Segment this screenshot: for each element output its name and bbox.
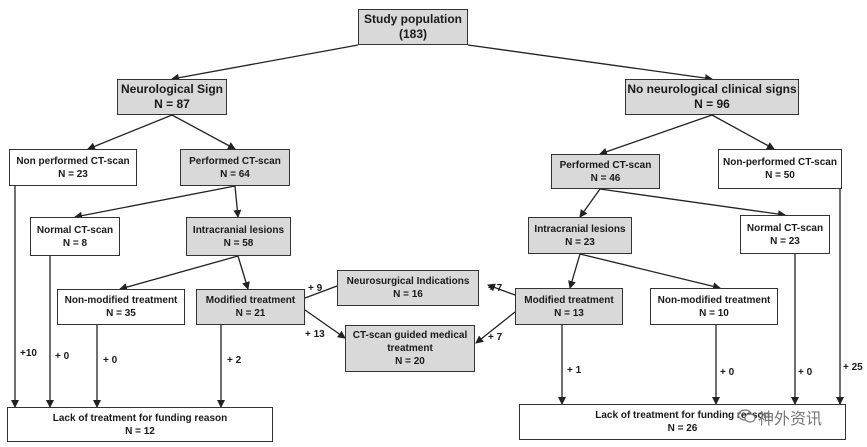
right-intracranial-lesions-title: Intracranial lesions <box>534 223 626 235</box>
left-non-modified-treatment-count: N = 35 <box>106 308 136 319</box>
arrow-noneuro-to-perf <box>599 114 713 156</box>
right-non-modified-treatment-box: Non-modified treatment N = 10 <box>650 288 778 325</box>
label-plus9: + 9 <box>308 283 323 294</box>
label-plus10: +10 <box>20 348 37 359</box>
arrow-intra-to-nonmod <box>119 255 239 291</box>
wechat-icon <box>738 409 756 423</box>
left-lack-of-treatment-title: Lack of treatment for funding reason <box>52 412 228 424</box>
no-neurological-signs-title: No neurological clinical signs <box>627 82 797 96</box>
left-modified-treatment-count: N = 21 <box>235 308 266 319</box>
arrow-study-to-noneuro <box>467 44 713 82</box>
label-plus13: + 13 <box>305 329 325 340</box>
left-lack-of-treatment-count: N = 12 <box>125 425 155 437</box>
right-intracranial-lesions-box: Intracranial lesions N = 23 <box>528 217 632 254</box>
right-performed-ct-title: Performed CT-scan <box>559 159 652 171</box>
no-neurological-signs-count: N = 96 <box>694 97 730 111</box>
arrow-intra-to-mod <box>237 255 250 290</box>
study-population-box: Study population (183) <box>358 9 468 45</box>
arrow-rperf-to-intra <box>579 188 601 218</box>
label-left-normal-plus0: + 0 <box>55 351 70 362</box>
right-lack-of-treatment-title: Lack of treatment for funding reason <box>595 410 770 421</box>
neurological-sign-title: Neurological Sign <box>120 82 223 96</box>
left-normal-ct-count: N = 8 <box>62 237 88 249</box>
study-population-count: (183) <box>398 27 427 41</box>
right-non-performed-ct-title: Non-performed CT-scan <box>723 157 837 168</box>
right-performed-ct-count: N = 46 <box>590 172 621 184</box>
left-intracranial-lesions-box: Intracranial lesions N = 58 <box>186 217 291 256</box>
right-lack-of-treatment-count: N = 26 <box>667 423 698 434</box>
left-normal-ct-title: Normal CT-scan <box>36 224 114 236</box>
label-right-ctguided-plus7: + 7 <box>488 332 503 343</box>
neurosurgical-indications-title: Neurosurgical Indications <box>346 276 470 287</box>
left-normal-ct-box: Normal CT-scan N = 8 <box>30 217 120 256</box>
arrow-rperf-to-normal <box>599 188 786 218</box>
left-performed-ct-title: Performed CT-scan <box>189 155 281 167</box>
arrow-perf-to-normal <box>74 185 236 220</box>
right-non-performed-ct-count: N = 50 <box>765 170 795 181</box>
right-non-modified-treatment-count: N = 10 <box>699 307 729 319</box>
left-modified-treatment-box: Modified treatment N = 21 <box>196 289 305 325</box>
arrow-noneuro-to-nonperf <box>711 114 775 150</box>
right-normal-ct-box: Normal CT-scan N = 23 <box>740 215 830 254</box>
neurological-sign-count: N = 87 <box>154 97 190 111</box>
arrow-rintra-to-mod <box>568 253 581 289</box>
arrow-rintra-to-nonmod <box>579 253 721 291</box>
label-left-mod-plus2: + 2 <box>227 355 242 366</box>
ct-guided-medical-treatment-box: CT-scan guided medical treatment N = 20 <box>345 325 475 372</box>
neurosurgical-indications-count: N = 16 <box>393 289 423 300</box>
neurosurgical-indications-box: Neurosurgical Indications N = 16 <box>337 270 479 306</box>
right-non-performed-ct-box: Non-performed CT-scan N = 50 <box>718 149 842 189</box>
arrow-rmod-to-ctguided <box>475 311 516 344</box>
label-right-normal-plus0: + 0 <box>798 367 813 378</box>
study-population-title: Study population <box>364 12 462 26</box>
neurological-sign-box: Neurological Sign N = 87 <box>117 79 227 115</box>
ct-guided-medical-treatment-title-line2: treatment <box>387 343 433 354</box>
right-modified-treatment-box: Modified treatment N = 13 <box>515 288 623 325</box>
arrow-rmod-to-neurosurg <box>487 283 516 296</box>
right-lack-of-treatment-box: Lack of treatment for funding reason N =… <box>519 404 846 440</box>
right-non-modified-treatment-title: Non-modified treatment <box>657 294 771 306</box>
arrow-study-to-neuro <box>171 44 359 82</box>
label-right-neurosurg-plus7: + 7 <box>488 283 503 294</box>
right-intracranial-lesions-count: N = 23 <box>565 236 595 248</box>
right-normal-ct-title: Normal CT-scan <box>746 222 824 234</box>
label-plus25: + 25 <box>843 362 863 373</box>
left-modified-treatment-title: Modified treatment <box>205 295 296 306</box>
left-lack-of-treatment-box: Lack of treatment for funding reason N =… <box>7 407 273 442</box>
arrow-neuro-to-perf <box>171 114 236 150</box>
arrow-perf-to-intra <box>233 185 242 218</box>
left-non-performed-ct-box: Non performed CT-scan N = 23 <box>9 149 137 186</box>
watermark-text: 神外资讯 <box>758 411 823 428</box>
left-non-performed-ct-title: Non performed CT-scan <box>16 155 130 167</box>
label-right-nonmod-plus0: + 0 <box>720 367 735 378</box>
right-performed-ct-box: Performed CT-scan N = 46 <box>551 154 660 189</box>
right-modified-treatment-title: Modified treatment <box>524 294 614 306</box>
left-non-modified-treatment-box: Non-modified treatment N = 35 <box>57 289 185 325</box>
left-performed-ct-box: Performed CT-scan N = 64 <box>180 149 290 186</box>
ct-guided-medical-treatment-count: N = 20 <box>395 356 425 367</box>
no-neurological-signs-box: No neurological clinical signs N = 96 <box>625 79 799 115</box>
left-intracranial-lesions-count: N = 58 <box>223 237 254 249</box>
left-non-performed-ct-count: N = 23 <box>58 168 88 180</box>
left-intracranial-lesions-title: Intracranial lesions <box>192 224 285 236</box>
right-modified-treatment-count: N = 13 <box>554 307 584 319</box>
right-normal-ct-count: N = 23 <box>770 235 800 247</box>
label-left-nonmod-plus0: + 0 <box>103 355 118 366</box>
arrow-neuro-to-nonperf <box>87 114 173 151</box>
left-non-modified-treatment-title: Non-modified treatment <box>64 295 178 306</box>
label-right-mod-plus1: + 1 <box>567 365 582 376</box>
left-performed-ct-count: N = 64 <box>220 168 250 180</box>
arrow-lmod-to-ctguided <box>304 309 346 339</box>
ct-guided-medical-treatment-title-line1: CT-scan guided medical <box>352 330 468 341</box>
